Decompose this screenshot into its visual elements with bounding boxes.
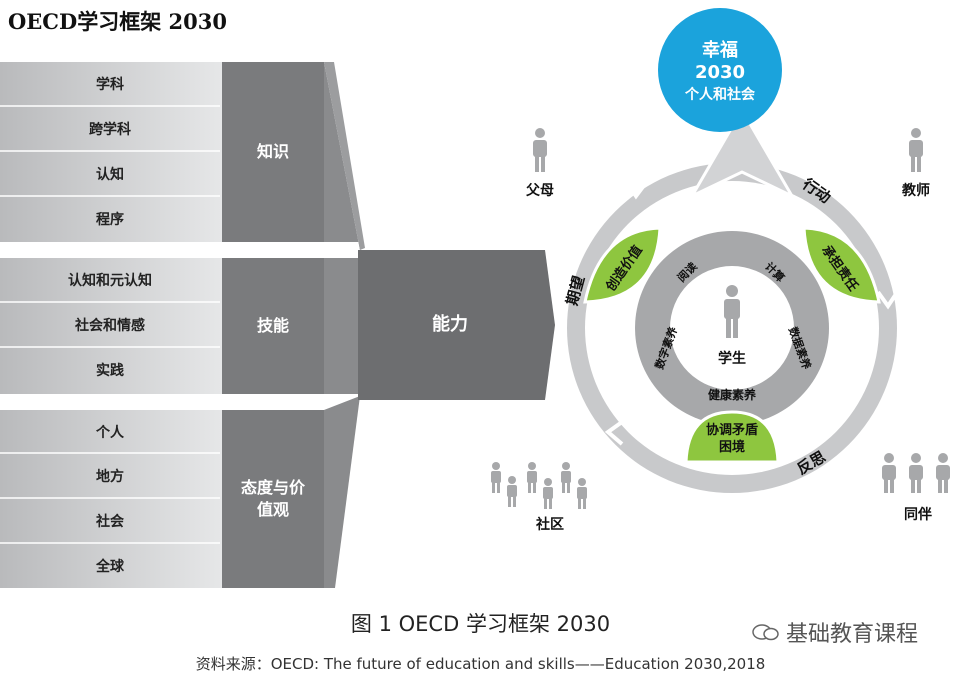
peers-label: 同伴 — [904, 507, 932, 523]
list-item: 实践 — [96, 363, 124, 379]
arrow-up-icon — [688, 107, 796, 200]
competency-label: 能力 — [432, 314, 468, 335]
student-icon — [724, 285, 740, 338]
wechat-icon — [752, 622, 780, 642]
list-item: 程序 — [96, 212, 124, 228]
goal-subtitle: 个人和社会 — [685, 87, 755, 103]
parents-icon — [533, 128, 547, 172]
list-item: 跨学科 — [89, 122, 131, 138]
student-label: 学生 — [718, 351, 746, 367]
category-skills: 技能 — [256, 316, 289, 335]
group-attitudes-bg — [0, 410, 222, 588]
category-knowledge: 知识 — [256, 142, 289, 161]
group-skills-bg — [0, 258, 222, 394]
goal-circle — [658, 8, 782, 132]
green-segment-create-value — [583, 226, 662, 304]
category-attitudes-values: 态度与价值观 — [240, 478, 305, 519]
group-knowledge-bg — [0, 62, 222, 242]
goal-label: 幸福 2030 个人和社会 — [658, 40, 782, 106]
list-item: 认知 — [96, 167, 124, 183]
list-item: 认知和元认知 — [68, 273, 152, 289]
community-label: 社区 — [536, 517, 564, 533]
teacher-icon — [909, 128, 923, 172]
inner-label-health-literacy: 健康素养 — [707, 388, 756, 402]
community-icon — [491, 462, 587, 509]
green-segment-take-responsibility — [802, 226, 881, 304]
list-item: 全球 — [96, 559, 124, 575]
chevron-icon — [626, 178, 650, 200]
chevron-icon — [876, 286, 902, 310]
list-item: 地方 — [96, 469, 124, 485]
knowledge-column — [222, 62, 324, 242]
watermark-text: 基础教育课程 — [786, 622, 919, 647]
competency-arrow — [358, 250, 555, 400]
skills-column — [222, 258, 324, 394]
page-title: OECD学习框架 2030 — [8, 9, 227, 34]
list-item: 个人 — [96, 425, 124, 441]
chevron-icon — [604, 420, 624, 446]
green-segment-reconcile-tensions — [684, 410, 780, 464]
figure-source: 资料来源：OECD: The future of education and s… — [195, 655, 766, 673]
goal-year: 2030 — [694, 62, 746, 83]
parents-label: 父母 — [526, 183, 554, 199]
list-item: 社会和情感 — [75, 318, 145, 334]
green-label-reconcile-tensions: 协调矛盾 困境 — [705, 423, 758, 455]
goal-title: 幸福 — [702, 40, 738, 61]
peers-icon — [882, 453, 950, 493]
list-item: 社会 — [96, 514, 124, 530]
attitudes-column — [222, 410, 324, 588]
figure-caption: 图 1 OECD 学习框架 2030 — [350, 612, 611, 636]
list-item: 学科 — [96, 77, 124, 93]
teacher-label: 教师 — [902, 183, 930, 199]
